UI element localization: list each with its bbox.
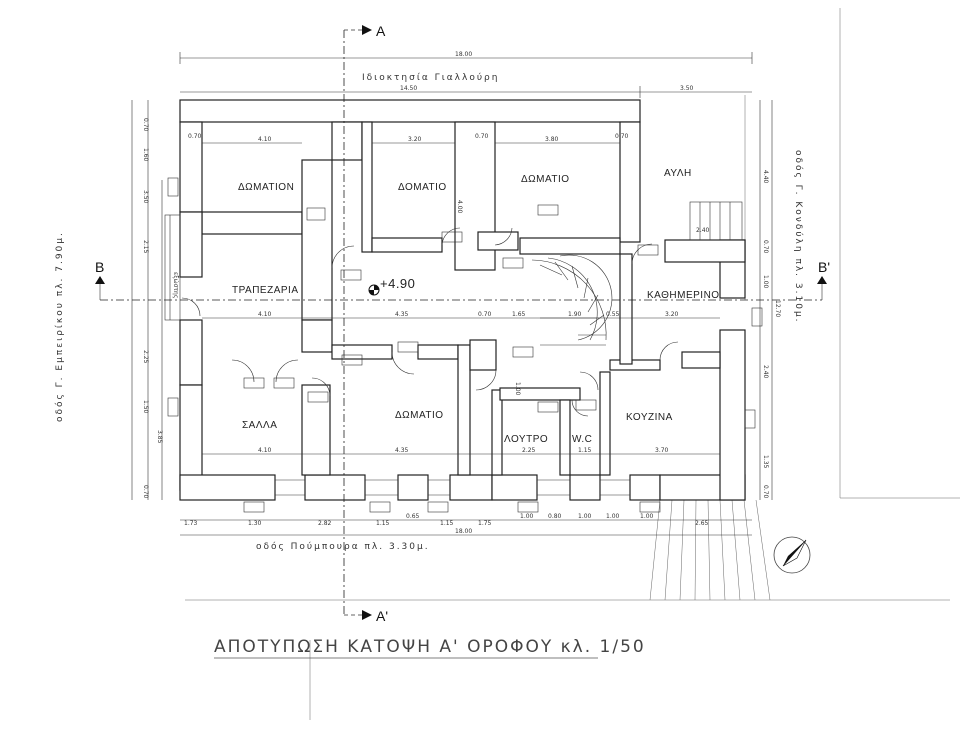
level-marker: +4.90 [368,276,415,296]
section-a-bottom: A' [376,608,388,624]
dim-b-100a: 1.00 [520,513,534,520]
dim-w-150: 1.50 [142,400,149,414]
sheet-border [185,8,960,720]
dim-top-1450: 14.50 [400,85,417,92]
dim-mid-055: 0.55 [606,311,620,318]
dim-mid-410: 4.10 [258,311,272,318]
walls [179,99,746,501]
room-kouzina: ΚΟΥΖΙΝΑ [626,412,673,423]
street-north: Ιδιοκτησία Γιαλλούρη [362,72,499,83]
dim-e-1270: 12.70 [774,300,781,317]
room-labels: ΔΩΜΑΤΙΟΝ ΔΟΜΑΤΙΟ ΔΩΜΑΤΙΟ ΑΥΛΗ ΤΡΑΠΕΖΑΡΙΑ… [172,168,720,445]
dim-i-240: 2.40 [696,227,710,234]
dim-e-135: 1.35 [762,455,769,469]
north-arrow-icon [773,536,811,574]
dim-i-100: 1.00 [514,382,521,396]
room-wc: W.C [572,434,592,445]
dim-b-115b: 1.15 [440,520,454,527]
level-value: +4.90 [380,276,415,291]
dim-s-225: 2.25 [522,447,536,454]
dim-b-100d: 1.00 [640,513,654,520]
dim-b-080: 0.80 [548,513,562,520]
room-exostis: εξώστης [172,272,179,298]
dim-w-225: 2.25 [142,350,149,364]
south-windows [275,479,630,496]
dim-mid-435: 4.35 [395,311,409,318]
dim-mid-165: 1.65 [512,311,526,318]
drawing-title: ΑΠΟΤΥΠΩΣΗ ΚΑΤΟΨΗ Α' ΟΡΟΦΟΥ κλ. 1/50 [214,637,646,659]
dim-i-070a: 0.70 [188,133,202,140]
street-west: οδός Γ. Εμπειρίκου πλ. 7.90μ. [54,231,65,422]
dim-mid-070: 0.70 [478,311,492,318]
section-line-b: B B' [95,259,830,301]
section-b-left: B [95,259,104,275]
dim-e-100: 1.00 [762,275,769,289]
room-domatio-n2: ΔΩΜΑΤΙΟ [521,174,570,185]
dim-s-435: 4.35 [395,447,409,454]
dim-n-380: 3.80 [545,136,559,143]
dim-e-440: 4.40 [762,170,769,184]
title-text: ΑΠΟΤΥΠΩΣΗ ΚΑΤΟΨΗ Α' ΟΡΟΦΟΥ κλ. 1/50 [214,637,646,657]
room-loutro: ΛΟΥΤΡΟ [504,434,548,445]
dim-w-385: 3.85 [156,430,163,444]
west-balcony [164,214,181,321]
bottom-dimensions: 1.73 1.30 2.82 1.15 0.65 1.15 1.75 1.00 … [180,513,752,536]
room-trapezaria: ΤΡΑΠΕΖΑΡΙΑ [232,285,299,296]
dim-s-115: 1.15 [578,447,592,454]
interior-dimensions: 4.10 3.20 3.80 4.10 4.35 0.70 1.65 1.90 … [188,133,720,455]
dim-s-410: 4.10 [258,447,272,454]
dim-e-070b: 0.70 [762,485,769,499]
dim-b-115a: 1.15 [376,520,390,527]
dim-w-070a: 0.70 [142,118,149,132]
dim-b-282: 2.82 [318,520,332,527]
dim-w-070b: 0.70 [142,485,149,499]
room-avli: ΑΥΛΗ [664,168,692,179]
courtyard-steps [689,201,743,241]
section-a-top: A [376,23,386,39]
dim-total-bottom: 18.00 [455,528,472,535]
dim-b-065: 0.65 [406,513,420,520]
dim-i-070c: 0.70 [615,133,629,140]
top-dimensions: 18.00 14.50 3.50 [179,51,753,98]
room-kathimerino: ΚΑΘΗΜΕΡΙΝΟ [647,290,720,301]
section-b-right: B' [818,259,830,275]
dim-b-130: 1.30 [248,520,262,527]
room-domatio-s: ΔΩΜΑΤΙΟ [395,410,444,421]
dim-n-320: 3.20 [408,136,422,143]
dim-b-100b: 1.00 [578,513,592,520]
dim-w-350: 3.50 [142,190,149,204]
dim-mid-190: 1.90 [568,311,582,318]
dim-w-160: 1.60 [142,148,149,162]
room-domation-nw: ΔΩΜΑΤΙΟΝ [238,182,294,193]
dim-b-173: 1.73 [184,520,198,527]
dim-i-400: 4.00 [456,200,463,214]
dim-b-265: 2.65 [695,520,709,527]
dim-total-top: 18.00 [455,51,472,58]
dim-w-215: 2.15 [142,240,149,254]
street-labels: Ιδιοκτησία Γιαλλούρη οδός Πούμπουρα πλ. … [54,72,804,552]
dim-s-370: 3.70 [655,447,669,454]
dim-e-070: 0.70 [762,240,769,254]
street-east: οδός Γ. Κονδύλη πλ. 3.10μ. [793,150,804,324]
room-domatio-n1: ΔΟΜΑΤΙΟ [398,182,447,193]
room-salla: ΣΑΛΛΑ [242,420,277,431]
dim-b-175: 1.75 [478,520,492,527]
dim-e-240: 2.40 [762,365,769,379]
dim-i-070b: 0.70 [475,133,489,140]
dim-nw-410: 4.10 [258,136,272,143]
dim-mid-320: 3.20 [665,311,679,318]
road-hatching [649,499,771,601]
opening-tags [167,177,763,513]
dim-top-350: 3.50 [680,85,694,92]
dim-b-100c: 1.00 [606,513,620,520]
street-south: οδός Πούμπουρα πλ. 3.30μ. [256,541,430,552]
section-line-a: A A' [343,23,388,624]
